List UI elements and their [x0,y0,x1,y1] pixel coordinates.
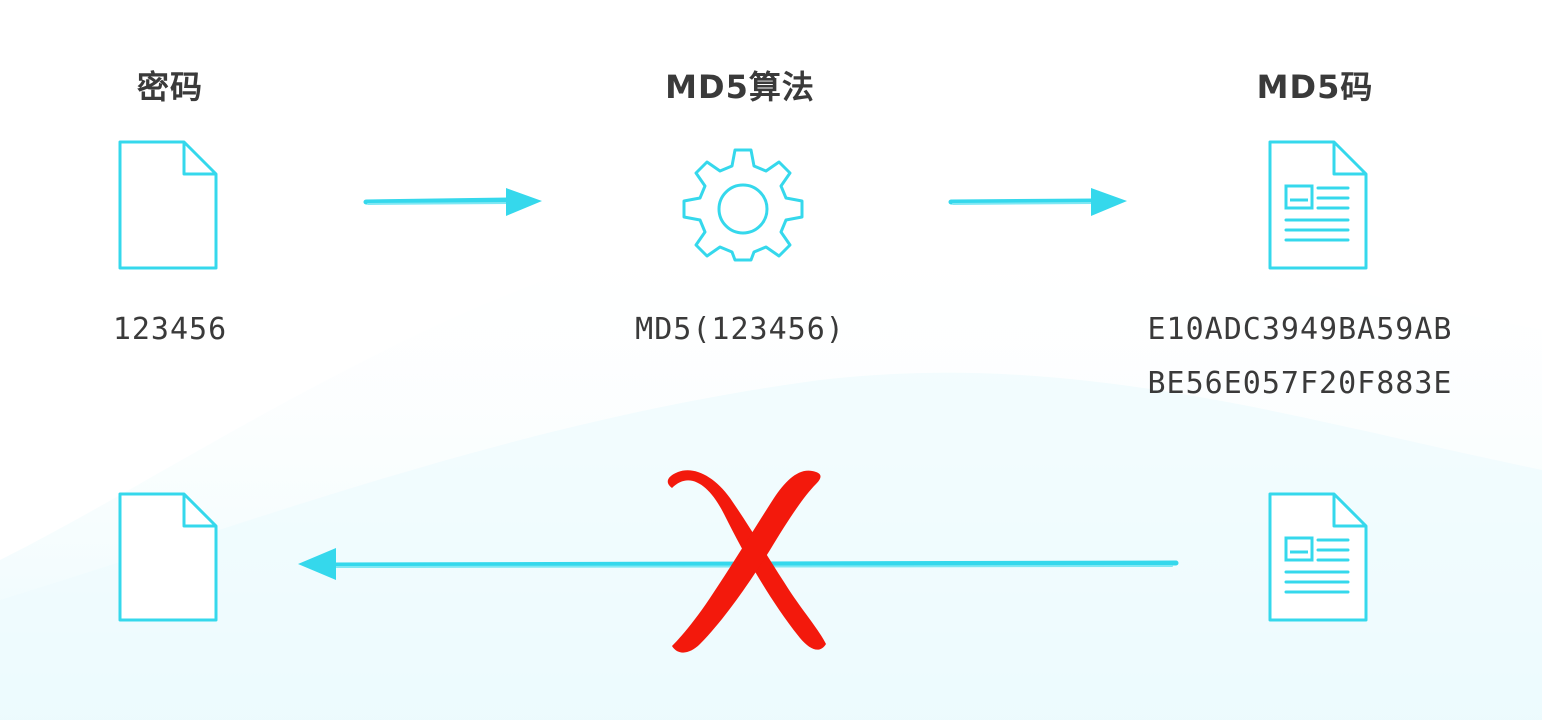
text-document-icon [1268,140,1368,270]
output-value-line2: BE56E057F20F883E [1147,366,1453,401]
blank-document-icon [118,140,218,270]
input-title: 密码 [136,68,203,106]
output-value-line1: E10ADC3949BA59AB [1147,312,1453,347]
cross-mark-icon [667,470,826,653]
algorithm-title: MD5算法 [665,68,815,106]
arrow-right-1 [363,188,542,216]
input-value: 123456 [112,312,228,347]
text-document-icon [1268,492,1368,622]
arrow-right-2 [948,188,1127,216]
output-title: MD5码 [1256,68,1374,106]
algorithm-value: MD5(123456) [635,312,845,347]
blank-document-icon [118,492,218,622]
gear-icon [682,148,804,262]
